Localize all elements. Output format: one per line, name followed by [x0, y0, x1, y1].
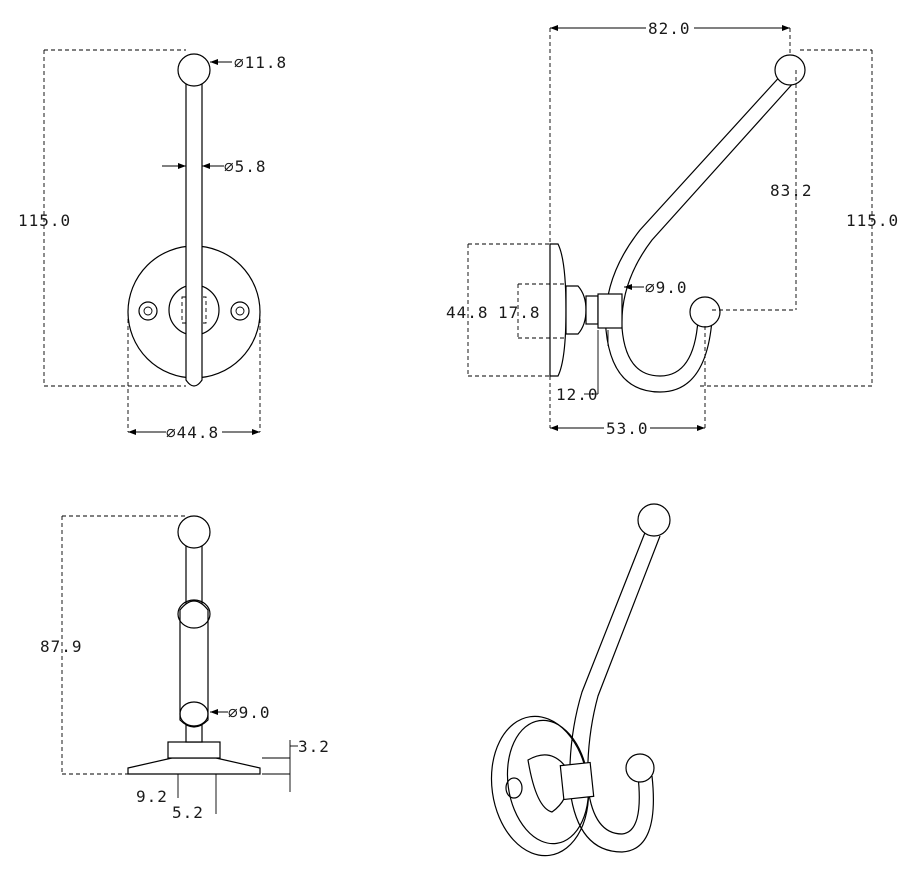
iso-hook-outer [569, 529, 654, 853]
side-hook-reach-label: 53.0 [606, 419, 649, 438]
top-collar-dia-label: ⌀9.0 [228, 703, 271, 722]
side-view: 82.0 83.2 115.0 ⌀9.0 44.8 17.8 12.0 53.0 [446, 19, 899, 438]
front-ball-dia-label: ⌀11.8 [234, 53, 287, 72]
side-projection-label: 82.0 [648, 19, 691, 38]
side-collar-dia-label: ⌀9.0 [645, 278, 688, 297]
side-hook-inner [621, 79, 797, 377]
front-rod [185, 84, 203, 387]
top-boss-width-label: 9.2 [136, 787, 168, 806]
front-screw-hole-right [230, 301, 250, 321]
front-screw-hole-left [138, 301, 158, 321]
side-base-height-label: 44.8 [446, 303, 489, 322]
side-base-plate [549, 243, 567, 377]
top-length-label: 87.9 [40, 637, 83, 656]
front-rod-dia-label: ⌀5.8 [224, 157, 267, 176]
iso-hook-inner [587, 535, 661, 835]
top-boss-step-label: 5.2 [172, 803, 204, 822]
top-collar [179, 701, 209, 727]
iso-tip-ball [625, 753, 655, 783]
iso-collar [559, 761, 595, 801]
iso-screw-hole [505, 777, 523, 799]
isometric-view [490, 503, 671, 857]
front-ball [177, 53, 211, 87]
top-view: 87.9 ⌀9.0 3.2 9.2 5.2 [40, 515, 330, 822]
front-height-label: 115.0 [18, 211, 71, 230]
iso-top-ball [637, 503, 671, 537]
top-base-plate [127, 757, 261, 775]
side-tip-ball [689, 296, 721, 328]
side-drop-label: 83.2 [770, 181, 813, 200]
side-collar [597, 293, 623, 329]
side-top-ball [774, 54, 806, 86]
front-view: 115.0 ⌀11.8 ⌀5.8 ⌀44.8 [18, 49, 287, 442]
front-base-dia-label: ⌀44.8 [166, 423, 219, 442]
side-hook-outer [605, 71, 785, 393]
side-height-label: 115.0 [846, 211, 899, 230]
top-boss [167, 741, 221, 759]
top-ball [177, 515, 211, 549]
top-plate-thickness-label: 3.2 [298, 737, 330, 756]
side-boss-height-label: 17.8 [498, 303, 541, 322]
side-boss [565, 285, 587, 335]
side-offset-label: 12.0 [556, 385, 599, 404]
top-hook-segment [179, 600, 209, 728]
